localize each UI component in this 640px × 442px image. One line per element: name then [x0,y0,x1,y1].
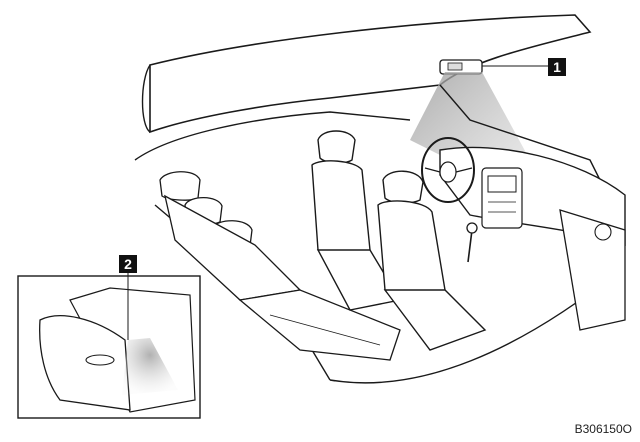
driver-seat-headrest [317,130,356,164]
steering-wheel [421,137,475,203]
callout-badge-2: 2 [119,255,137,273]
figure-code: B306150O [574,422,632,436]
tail-light [85,354,115,366]
passenger-seat-headrest [382,170,424,204]
body-side-left [134,111,411,161]
passenger-seat-back [377,200,446,302]
rear-seat-cushion [238,289,401,361]
overhead-lamp [447,62,463,71]
front-door-panel [559,209,626,331]
driver-seat-back [311,160,371,260]
callout-badge-1: 1 [548,58,566,76]
rear-bumper [39,315,131,411]
center-display [487,175,517,193]
gear-shifter [467,229,473,263]
trunk-light-beam [122,338,178,395]
roof-panel [149,14,592,134]
roof-edge [141,64,151,133]
passenger-seat-cushion [383,289,487,351]
